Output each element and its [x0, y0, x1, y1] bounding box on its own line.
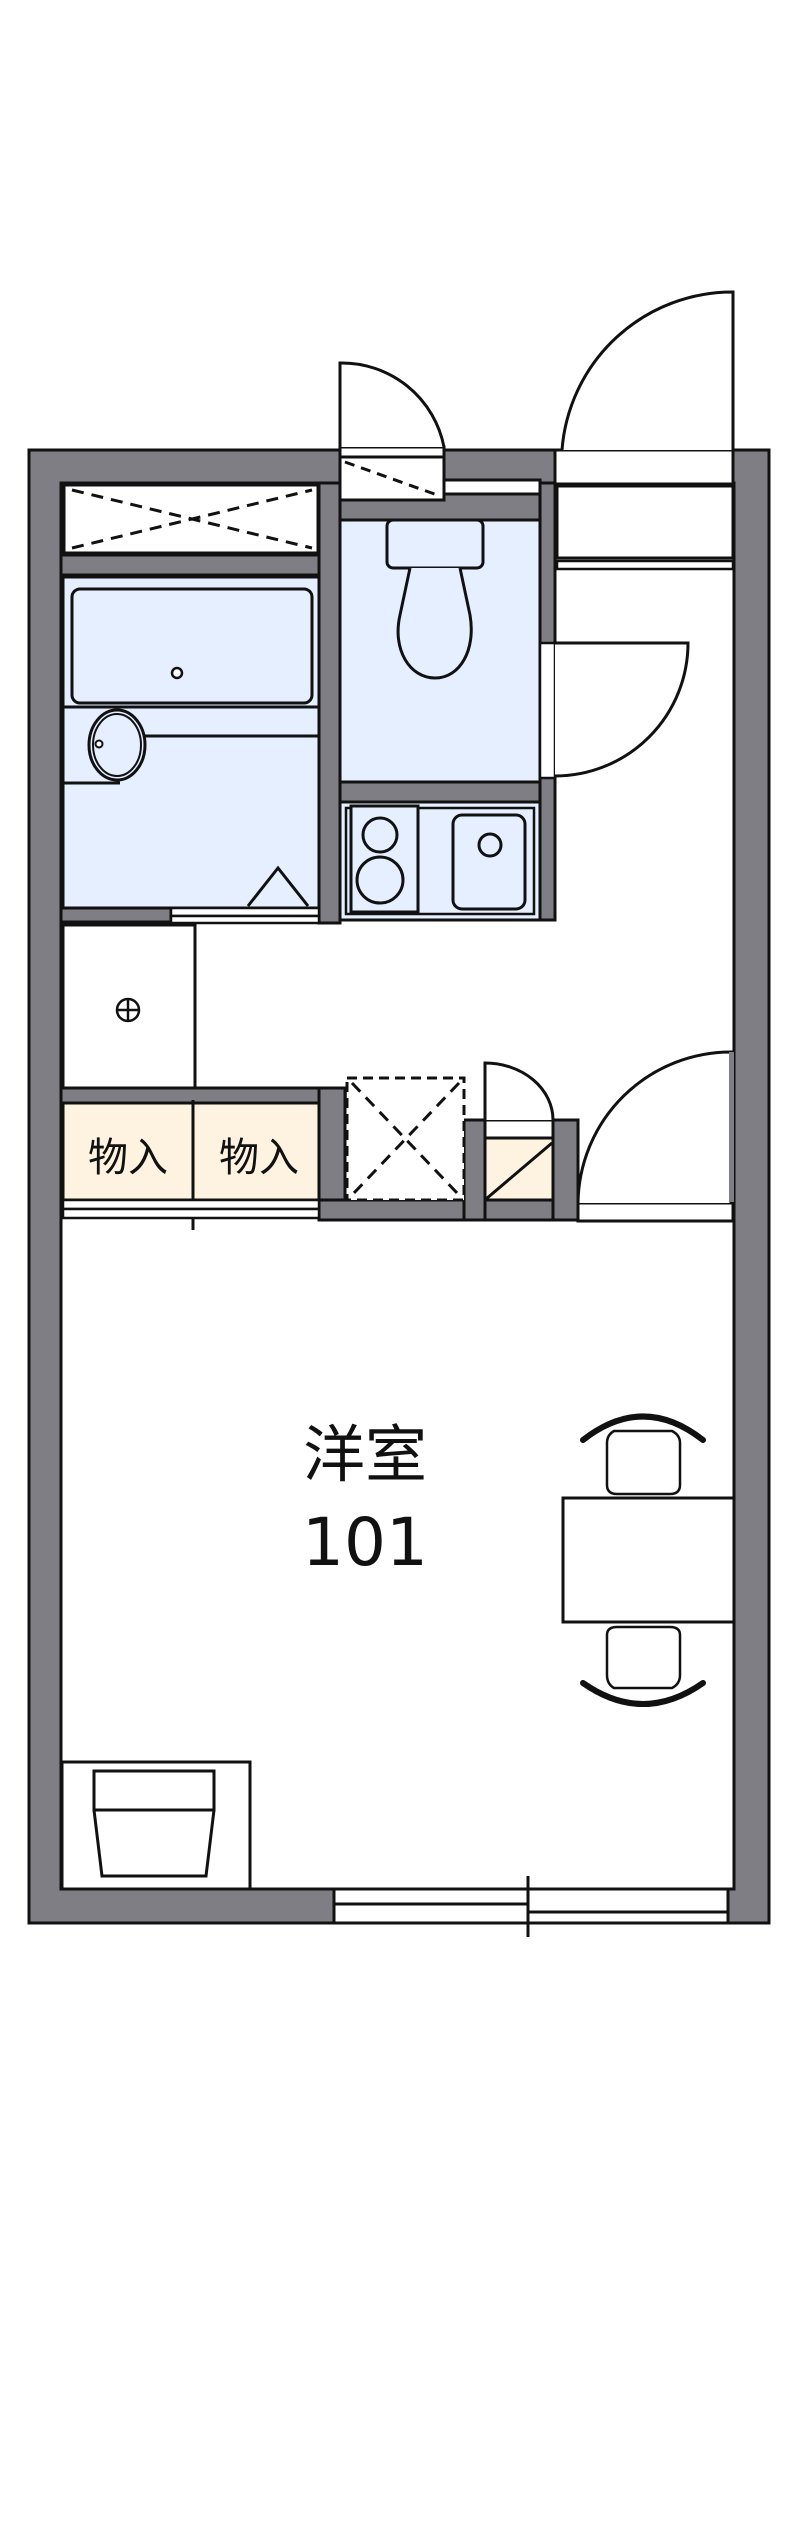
toilet-door-swing	[338, 361, 446, 448]
tv-stand	[60, 1760, 252, 1891]
entrance	[538, 290, 735, 780]
toilet-tank-icon	[385, 518, 485, 570]
room-number-label: 101	[302, 1504, 428, 1581]
toilet-room	[338, 361, 542, 784]
entrance-door-swing	[560, 290, 735, 451]
chair-icon	[605, 1429, 682, 1496]
storage-label-2: 物入	[219, 1135, 299, 1181]
tv-icon	[92, 1809, 216, 1878]
sink-icon	[451, 813, 527, 911]
hall-door-swing	[554, 641, 690, 778]
room-door-swing	[576, 1050, 733, 1204]
washbasin-icon	[87, 708, 147, 782]
kitchen	[338, 800, 542, 922]
toilet-icon	[396, 567, 473, 680]
shoe-shelf	[345, 1076, 466, 1202]
table-icon	[561, 1496, 736, 1624]
overhead-shelf	[62, 483, 320, 555]
burner-icon	[355, 855, 405, 905]
closet-door-swing	[483, 1061, 555, 1121]
drain-icon	[170, 666, 184, 680]
chair-icon	[605, 1625, 682, 1690]
room-door	[576, 1050, 735, 1223]
bathtub-icon	[70, 587, 314, 705]
stove-icon	[349, 804, 420, 914]
step-icon	[246, 865, 310, 907]
burner-icon	[361, 816, 399, 854]
laundry-space	[61, 923, 197, 1090]
storage-label-1: 物入	[88, 1135, 168, 1181]
storage-closets	[61, 1100, 321, 1230]
balcony-window	[332, 1876, 730, 1937]
small-closet	[483, 1061, 555, 1202]
room-name-label: 洋室	[302, 1418, 427, 1491]
dining-set	[561, 1413, 736, 1707]
bathroom	[61, 575, 321, 925]
